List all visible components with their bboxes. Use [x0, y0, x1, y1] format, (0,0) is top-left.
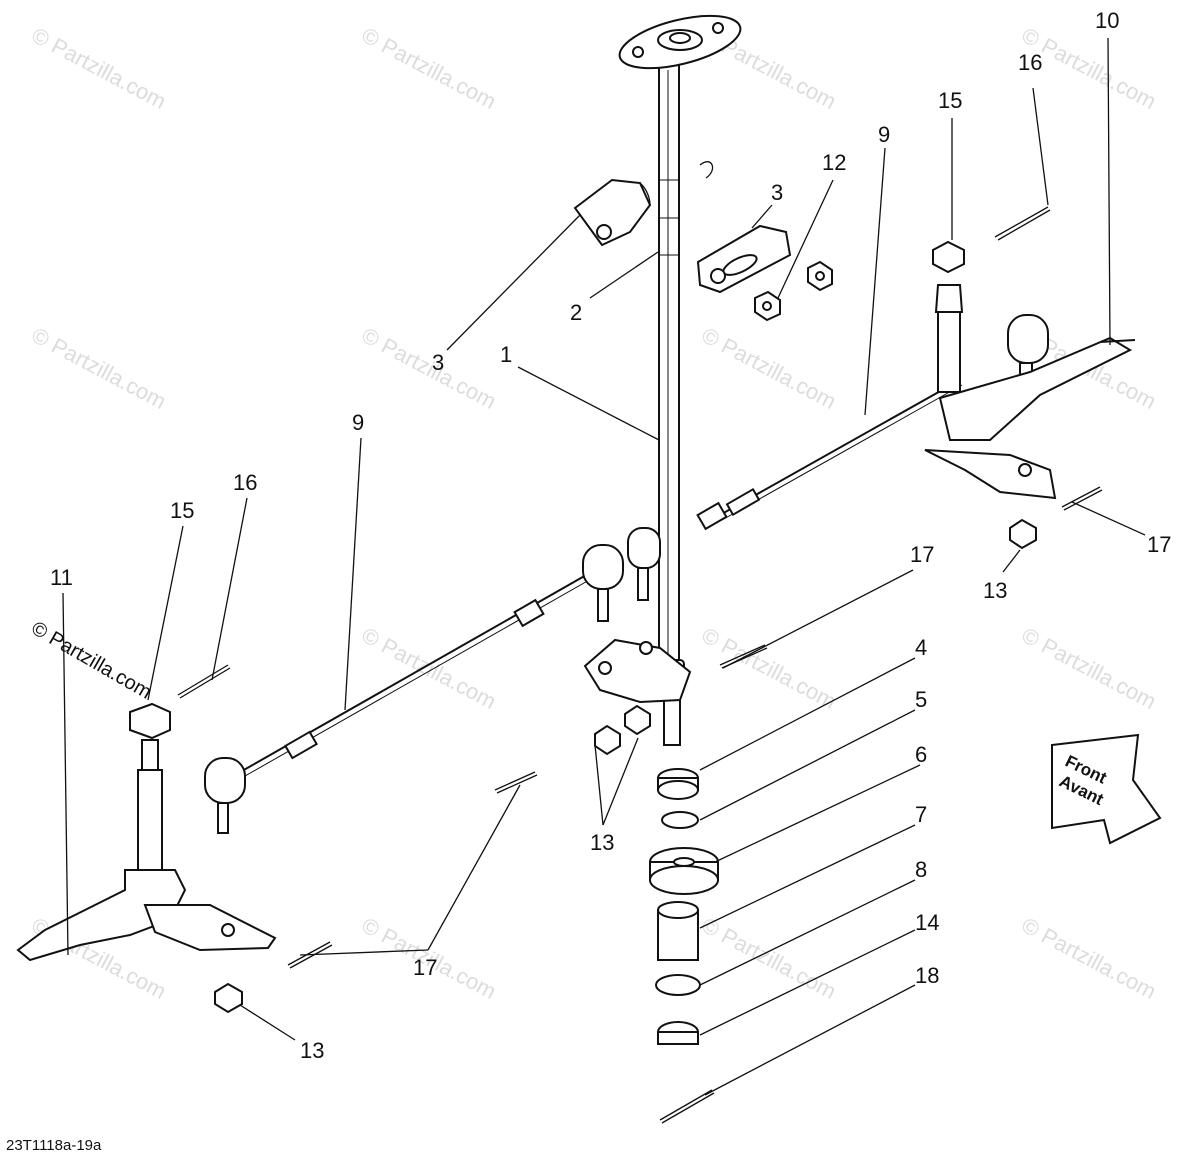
callout-label: 1 — [500, 342, 512, 367]
watermark: © Partzilla.com — [1018, 912, 1161, 1004]
callout-label: 9 — [878, 122, 890, 147]
callout-label: 9 — [352, 410, 364, 435]
callout-label: 15 — [170, 498, 194, 523]
callout-label: 14 — [915, 910, 939, 935]
spindle-right — [924, 240, 1136, 500]
callout-label: 8 — [915, 857, 927, 882]
flange-nuts-13 — [214, 518, 1037, 1014]
callout-label: 18 — [915, 963, 939, 988]
watermark: © Partzilla.com — [1018, 622, 1161, 714]
watermark: © Partzilla.com — [358, 322, 501, 414]
callout-label: 2 — [570, 300, 582, 325]
front-direction-arrow: Front Avant — [1051, 733, 1162, 845]
callout-label: 17 — [1147, 532, 1171, 557]
spindle-left — [16, 702, 277, 962]
callout-label: 13 — [983, 578, 1007, 603]
watermark-overlay: © Partzilla.com — [28, 617, 156, 703]
clamp-half-left — [573, 178, 652, 247]
watermark: © Partzilla.com — [28, 322, 171, 414]
nut-pair-12 — [754, 260, 833, 322]
callout-label: 17 — [910, 542, 934, 567]
leader-lines — [62, 37, 1146, 1096]
callout-label: 3 — [432, 350, 444, 375]
callout-label: 4 — [915, 635, 927, 660]
cotter-pins — [177, 206, 1103, 1124]
watermark: © Partzilla.com — [28, 22, 171, 114]
callout-label: 6 — [915, 742, 927, 767]
watermark-layer: © Partzilla.com © Partzilla.com © Partzi… — [28, 22, 1161, 1004]
callout-label: 16 — [233, 470, 257, 495]
callout-label: 13 — [590, 830, 614, 855]
callout-label: 17 — [413, 955, 437, 980]
callout-numbers: 10 16 15 12 9 3 2 3 1 9 16 15 11 17 17 1… — [50, 8, 1171, 1063]
callout-label: 15 — [938, 88, 962, 113]
tie-rod-right — [627, 379, 963, 601]
callout-label: 7 — [915, 802, 927, 827]
watermark: © Partzilla.com — [358, 22, 501, 114]
bushing-stack — [649, 768, 719, 1045]
clamp-half-right — [696, 224, 792, 294]
callout-label: 3 — [771, 180, 783, 205]
watermark: © Partzilla.com — [698, 322, 841, 414]
tie-rod-left — [204, 544, 624, 834]
callout-label: 12 — [822, 150, 846, 175]
watermark: © Partzilla.com — [698, 622, 841, 714]
figure-code: 23T1118a-19a — [6, 1137, 102, 1154]
callout-label: 11 — [50, 565, 73, 590]
callout-label: 5 — [915, 687, 927, 712]
column-lower-mount — [583, 638, 692, 704]
watermark: © Partzilla.com — [698, 912, 841, 1004]
callout-label: 16 — [1018, 50, 1042, 75]
callout-label: 13 — [300, 1038, 324, 1063]
callout-label: 10 — [1095, 8, 1119, 33]
